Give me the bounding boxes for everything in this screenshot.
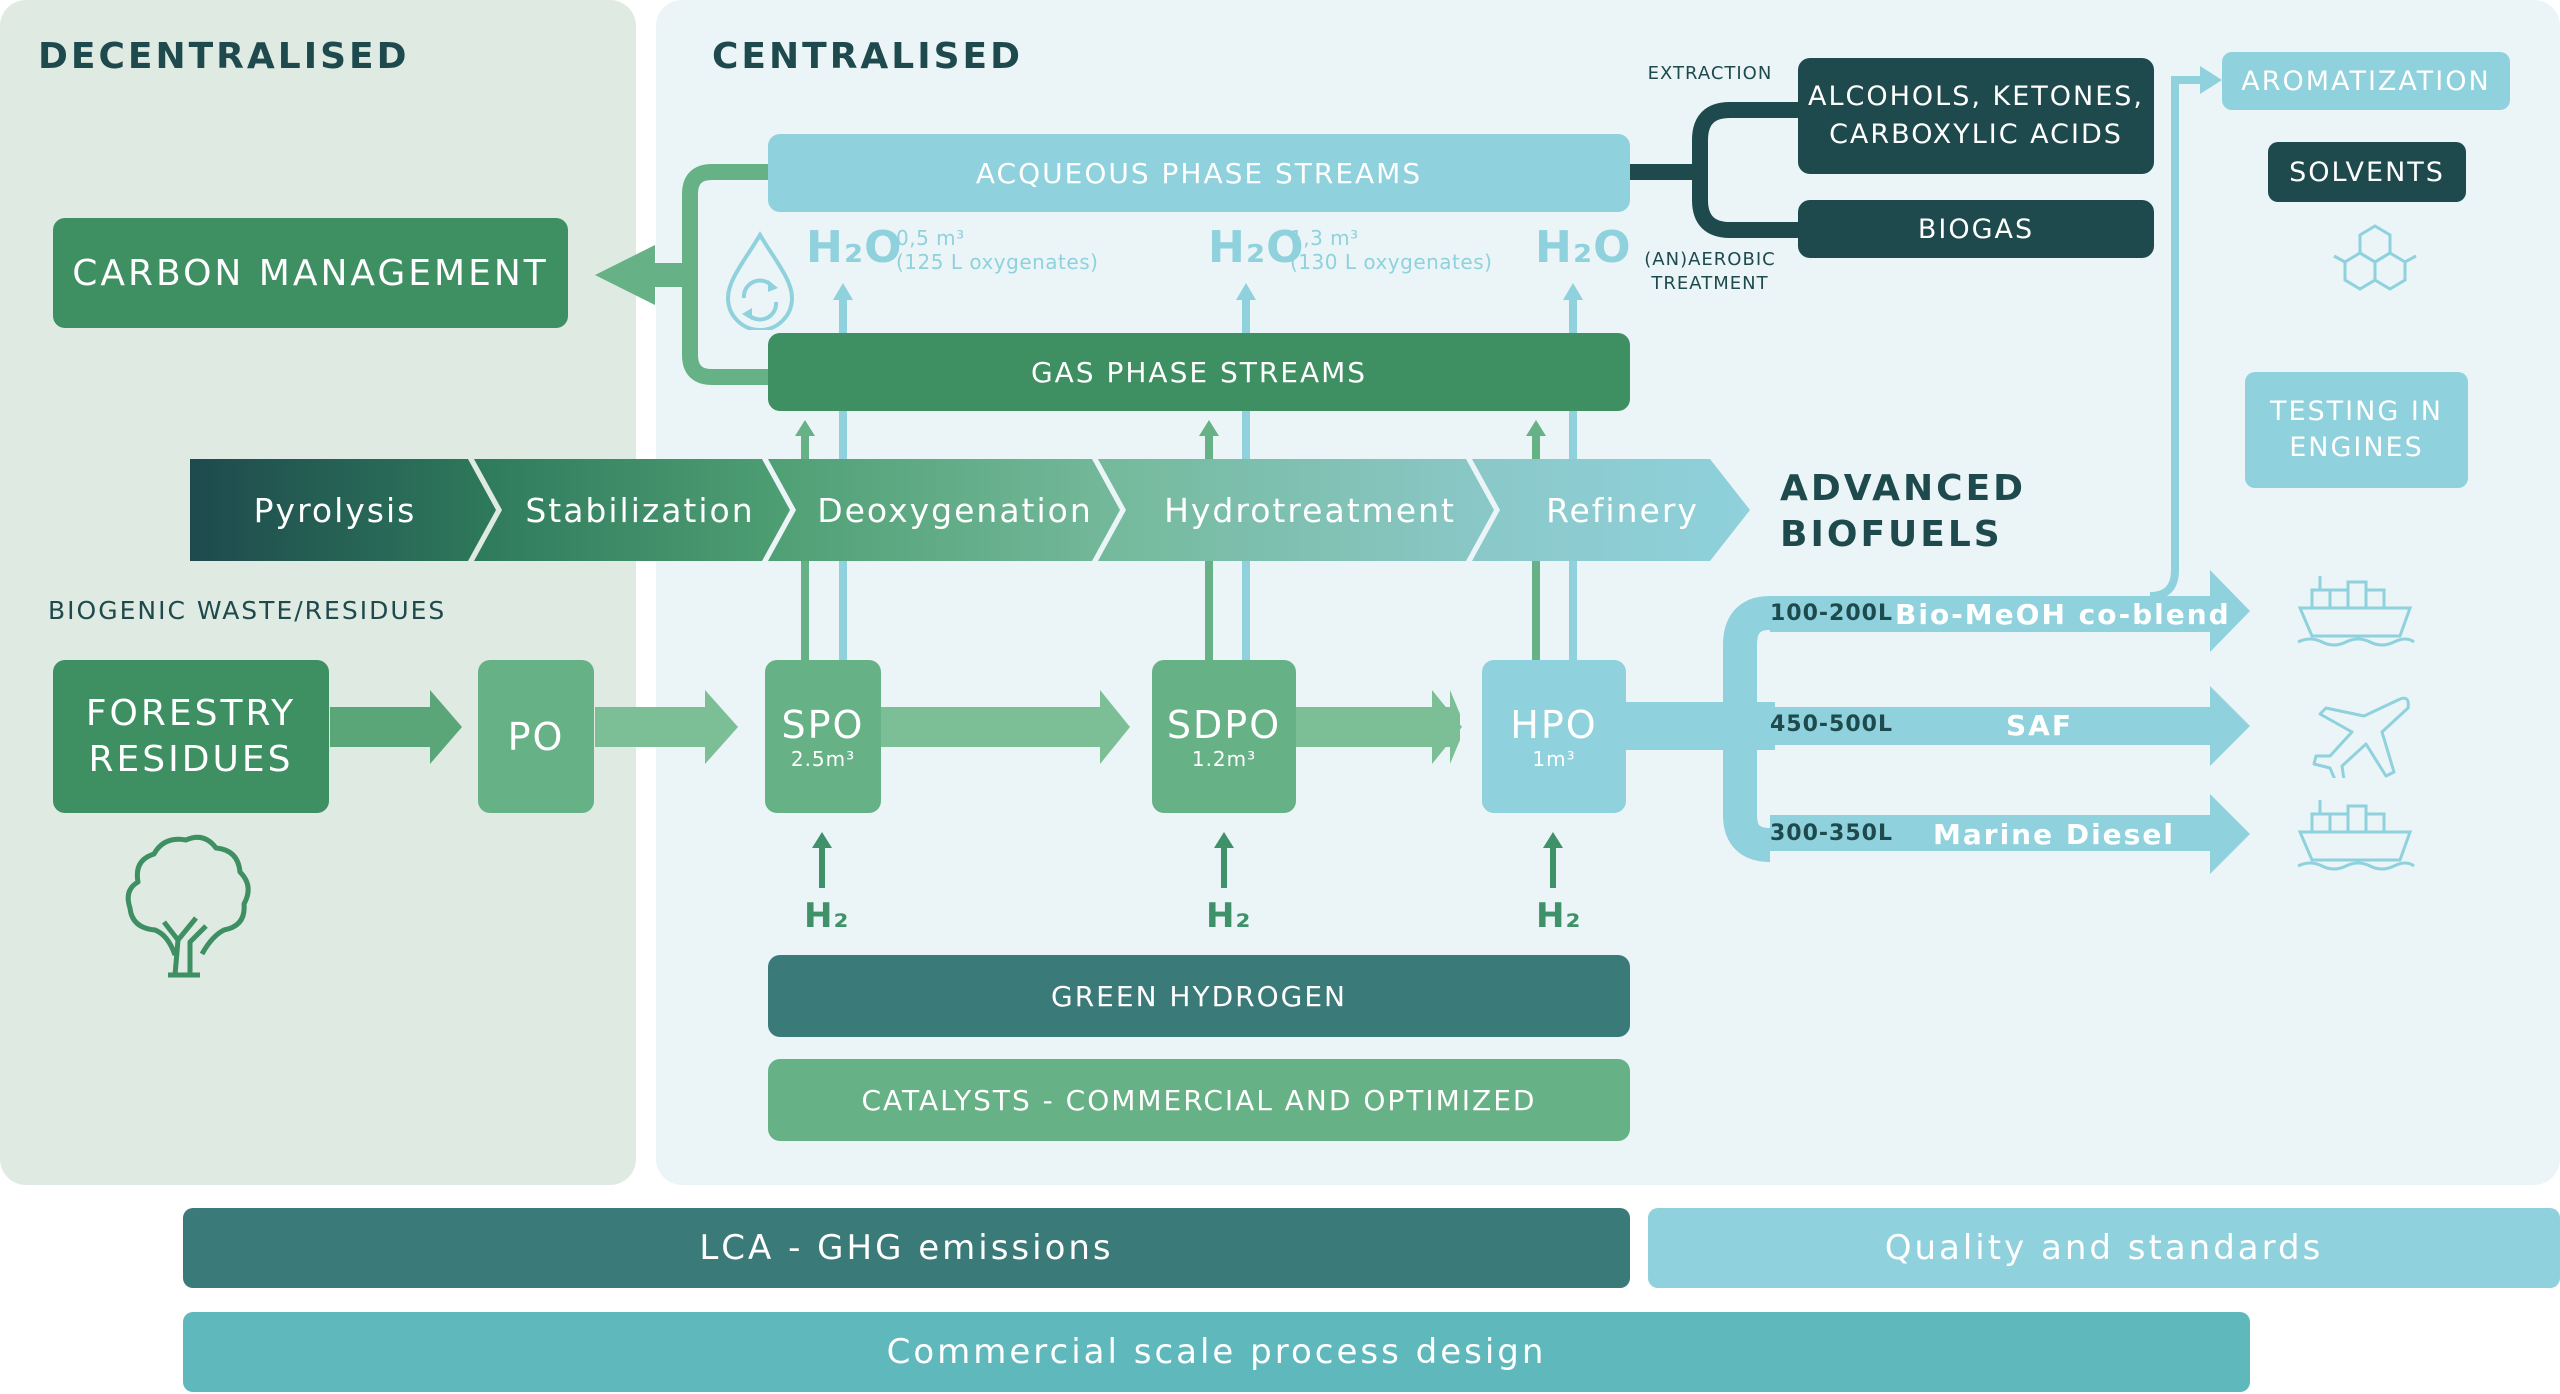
testing-line1: TESTING IN (2269, 396, 2443, 427)
anaerobic-label-line2: TREATMENT (1651, 273, 1769, 294)
h2-label-3: H₂ (1536, 896, 1582, 936)
h2o-note-2: 1,3 m³ (130 L oxygenates) (1290, 226, 1492, 274)
h2-label-2: H₂ (1206, 896, 1252, 936)
quality-standards-bar: Quality and standards (1648, 1208, 2560, 1288)
fuel-name-2: SAF (2006, 709, 2073, 742)
molecule-icon (2333, 224, 2417, 291)
hydrotreatment-chevron (1098, 459, 1494, 561)
h2o-note-2-oxygenates: (130 L oxygenates) (1290, 250, 1493, 274)
decentralised-panel (0, 0, 636, 1185)
sdpo-node: SDPO 1.2m³ (1152, 660, 1296, 813)
decentralised-title: DECENTRALISED (38, 36, 410, 77)
step-pyrolysis: Pyrolysis (253, 490, 417, 530)
forestry-line2: RESIDUES (88, 738, 294, 780)
spo-node: SPO 2.5m³ (765, 660, 881, 813)
commercial-design-bar: Commercial scale process design (183, 1312, 2250, 1392)
hpo-node: HPO 1m³ (1482, 660, 1626, 813)
spo-node-name: SPO (781, 702, 865, 747)
advanced-biofuels-line2: BIOFUELS (1780, 514, 2003, 555)
green-hydrogen-bar: GREEN HYDROGEN (768, 955, 1630, 1037)
h2-label-1: H₂ (804, 896, 850, 936)
centralised-title: CENTRALISED (712, 36, 1024, 77)
solvents-box: SOLVENTS (2268, 142, 2466, 202)
biogas-box: BIOGAS (1798, 200, 2154, 258)
water-recycle-icon (725, 231, 795, 330)
h2o-label-2: H₂O (1208, 222, 1305, 273)
h2o-label-3: H₂O (1535, 222, 1632, 273)
step-stabilization: Stabilization (525, 490, 755, 530)
anaerobic-label: (AN)AEROBIC TREATMENT (1640, 248, 1780, 296)
h2o-note-1-volume: 0,5 m³ (896, 226, 965, 250)
h2o-note-1-oxygenates: (125 L oxygenates) (896, 250, 1099, 274)
alcohols-line2: CARBOXYLIC ACIDS (1829, 119, 2123, 150)
po-node-name: PO (507, 714, 565, 759)
forestry-residues-box: FORESTRY RESIDUES (53, 660, 329, 813)
h2o-label-1: H₂O (806, 222, 903, 273)
refinery-chevron (1472, 459, 1750, 561)
fuel-volume-2: 450-500L (1770, 712, 1893, 737)
airplane-icon (2312, 696, 2410, 778)
deoxygenation-chevron (768, 459, 1120, 561)
step-hydrotreatment: Hydrotreatment (1164, 490, 1456, 530)
fuel-name-1: Bio-MeOH co-blend (1895, 598, 2231, 631)
fuel-volume-1: 100-200L (1770, 601, 1893, 626)
hpo-node-name: HPO (1510, 702, 1598, 747)
ship-icon (2297, 576, 2415, 647)
biogenic-waste-label: BIOGENIC WASTE/RESIDUES (48, 596, 447, 625)
ship-icon (2297, 800, 2415, 871)
sdpo-node-volume: 1.2m³ (1191, 746, 1257, 771)
h2o-note-2-volume: 1,3 m³ (1290, 226, 1359, 250)
carbon-management-box: CARBON MANAGEMENT (53, 218, 568, 328)
stabilization-chevron (474, 459, 790, 561)
fuel-volume-3: 300-350L (1770, 821, 1893, 846)
advanced-biofuels-line1: ADVANCED (1780, 468, 2027, 509)
sdpo-node-name: SDPO (1166, 702, 1282, 747)
aqueous-streams-bar: ACQUEOUS PHASE STREAMS (768, 134, 1630, 212)
fuel-name-3: Marine Diesel (1933, 818, 2175, 851)
step-deoxygenation: Deoxygenation (817, 490, 1093, 530)
spo-node-volume: 2.5m³ (790, 746, 856, 771)
catalysts-bar: CATALYSTS - COMMERCIAL AND OPTIMIZED (768, 1059, 1630, 1141)
h2o-note-1: 0,5 m³ (125 L oxygenates) (896, 226, 1098, 274)
forestry-line1: FORESTRY (85, 692, 297, 734)
advanced-biofuels-title: ADVANCED BIOFUELS (1780, 466, 2027, 558)
carbon-arrow-head (595, 245, 655, 305)
gas-streams-bar: GAS PHASE STREAMS (768, 333, 1630, 411)
tree-icon (125, 834, 251, 978)
po-node: PO (478, 660, 594, 813)
lca-ghg-bar: LCA - GHG emissions (183, 1208, 1630, 1288)
testing-engines-box: TESTING IN ENGINES (2245, 372, 2468, 488)
pyrolysis-chevron (190, 459, 496, 561)
step-refinery: Refinery (1546, 490, 1699, 530)
alcohols-line1: ALCOHOLS, KETONES, (1807, 81, 2144, 112)
process-chevron-bar (190, 459, 1750, 561)
hpo-node-volume: 1m³ (1532, 746, 1576, 771)
anaerobic-label-line1: (AN)AEROBIC (1644, 249, 1776, 270)
aromatization-box: AROMATIZATION (2222, 52, 2510, 110)
alcohols-ketones-box: ALCOHOLS, KETONES, CARBOXYLIC ACIDS (1798, 58, 2154, 174)
extraction-label: EXTRACTION (1647, 63, 1773, 84)
testing-line2: ENGINES (2289, 432, 2424, 463)
